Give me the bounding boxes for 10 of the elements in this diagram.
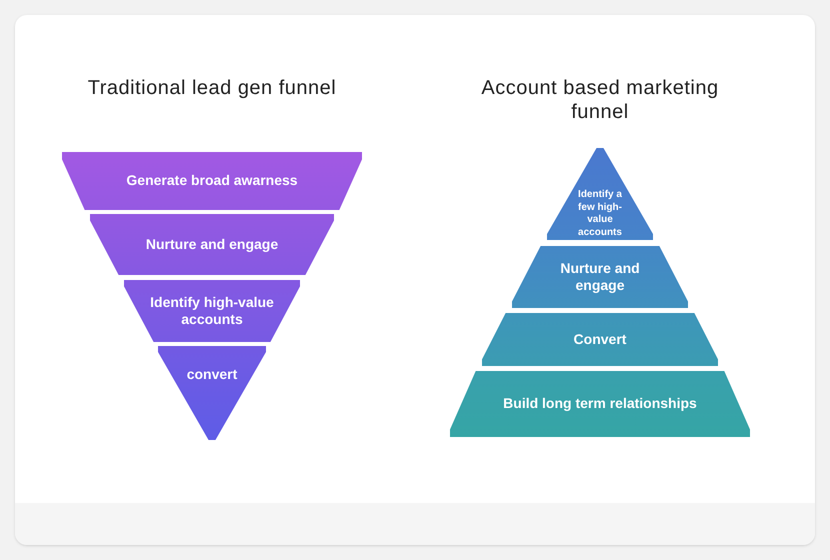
segment-label: Convert bbox=[572, 330, 628, 348]
segment-label: Nurture and engage bbox=[559, 260, 641, 294]
funnel-title: Traditional lead gen funnel bbox=[86, 76, 338, 100]
segment-label: Build long term relationships bbox=[502, 395, 698, 413]
funnel-title: Account based marketing funnel bbox=[480, 76, 720, 124]
segment-label: Identify high-value accounts bbox=[149, 294, 275, 328]
segment-label: Generate broad awarness bbox=[125, 172, 299, 190]
segment-label: Nurture and engage bbox=[144, 236, 280, 254]
segment-label: Identify a few high-value accounts bbox=[577, 189, 623, 239]
segment-label: convert bbox=[186, 366, 238, 384]
